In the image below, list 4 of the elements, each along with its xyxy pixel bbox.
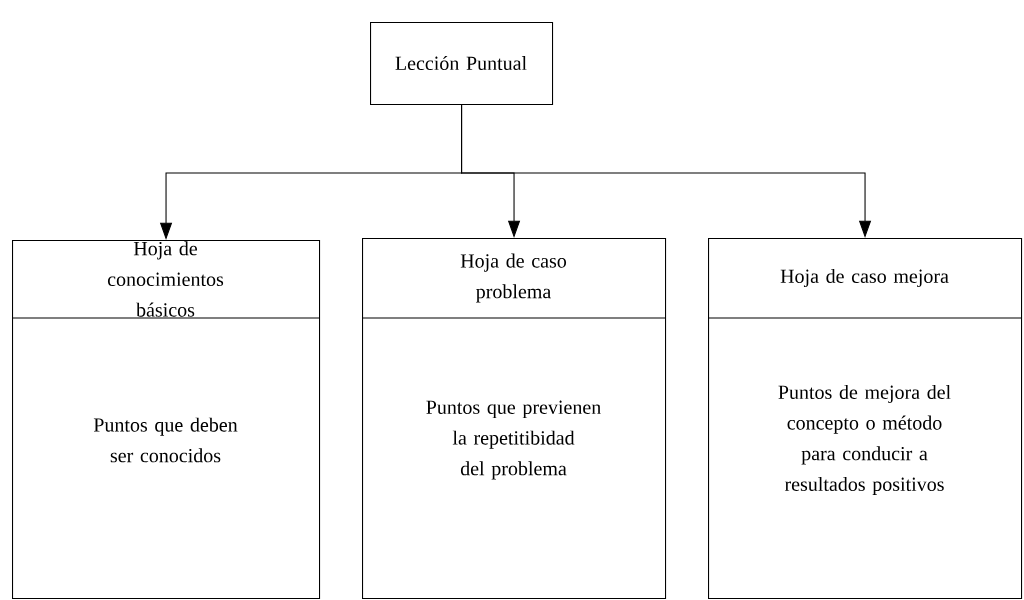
title-box: Lección Puntual bbox=[370, 22, 554, 106]
column-box: Hoja de conocimientos básicos Puntos que deben ser conocidos bbox=[11, 240, 321, 600]
column-box: Hoja de caso problema Puntos que previenen la repetitibidad del problema bbox=[361, 238, 667, 600]
column-box: Hoja de caso mejora Puntos de mejora del concepto o método para conducir a resultados positivos bbox=[707, 238, 1023, 600]
